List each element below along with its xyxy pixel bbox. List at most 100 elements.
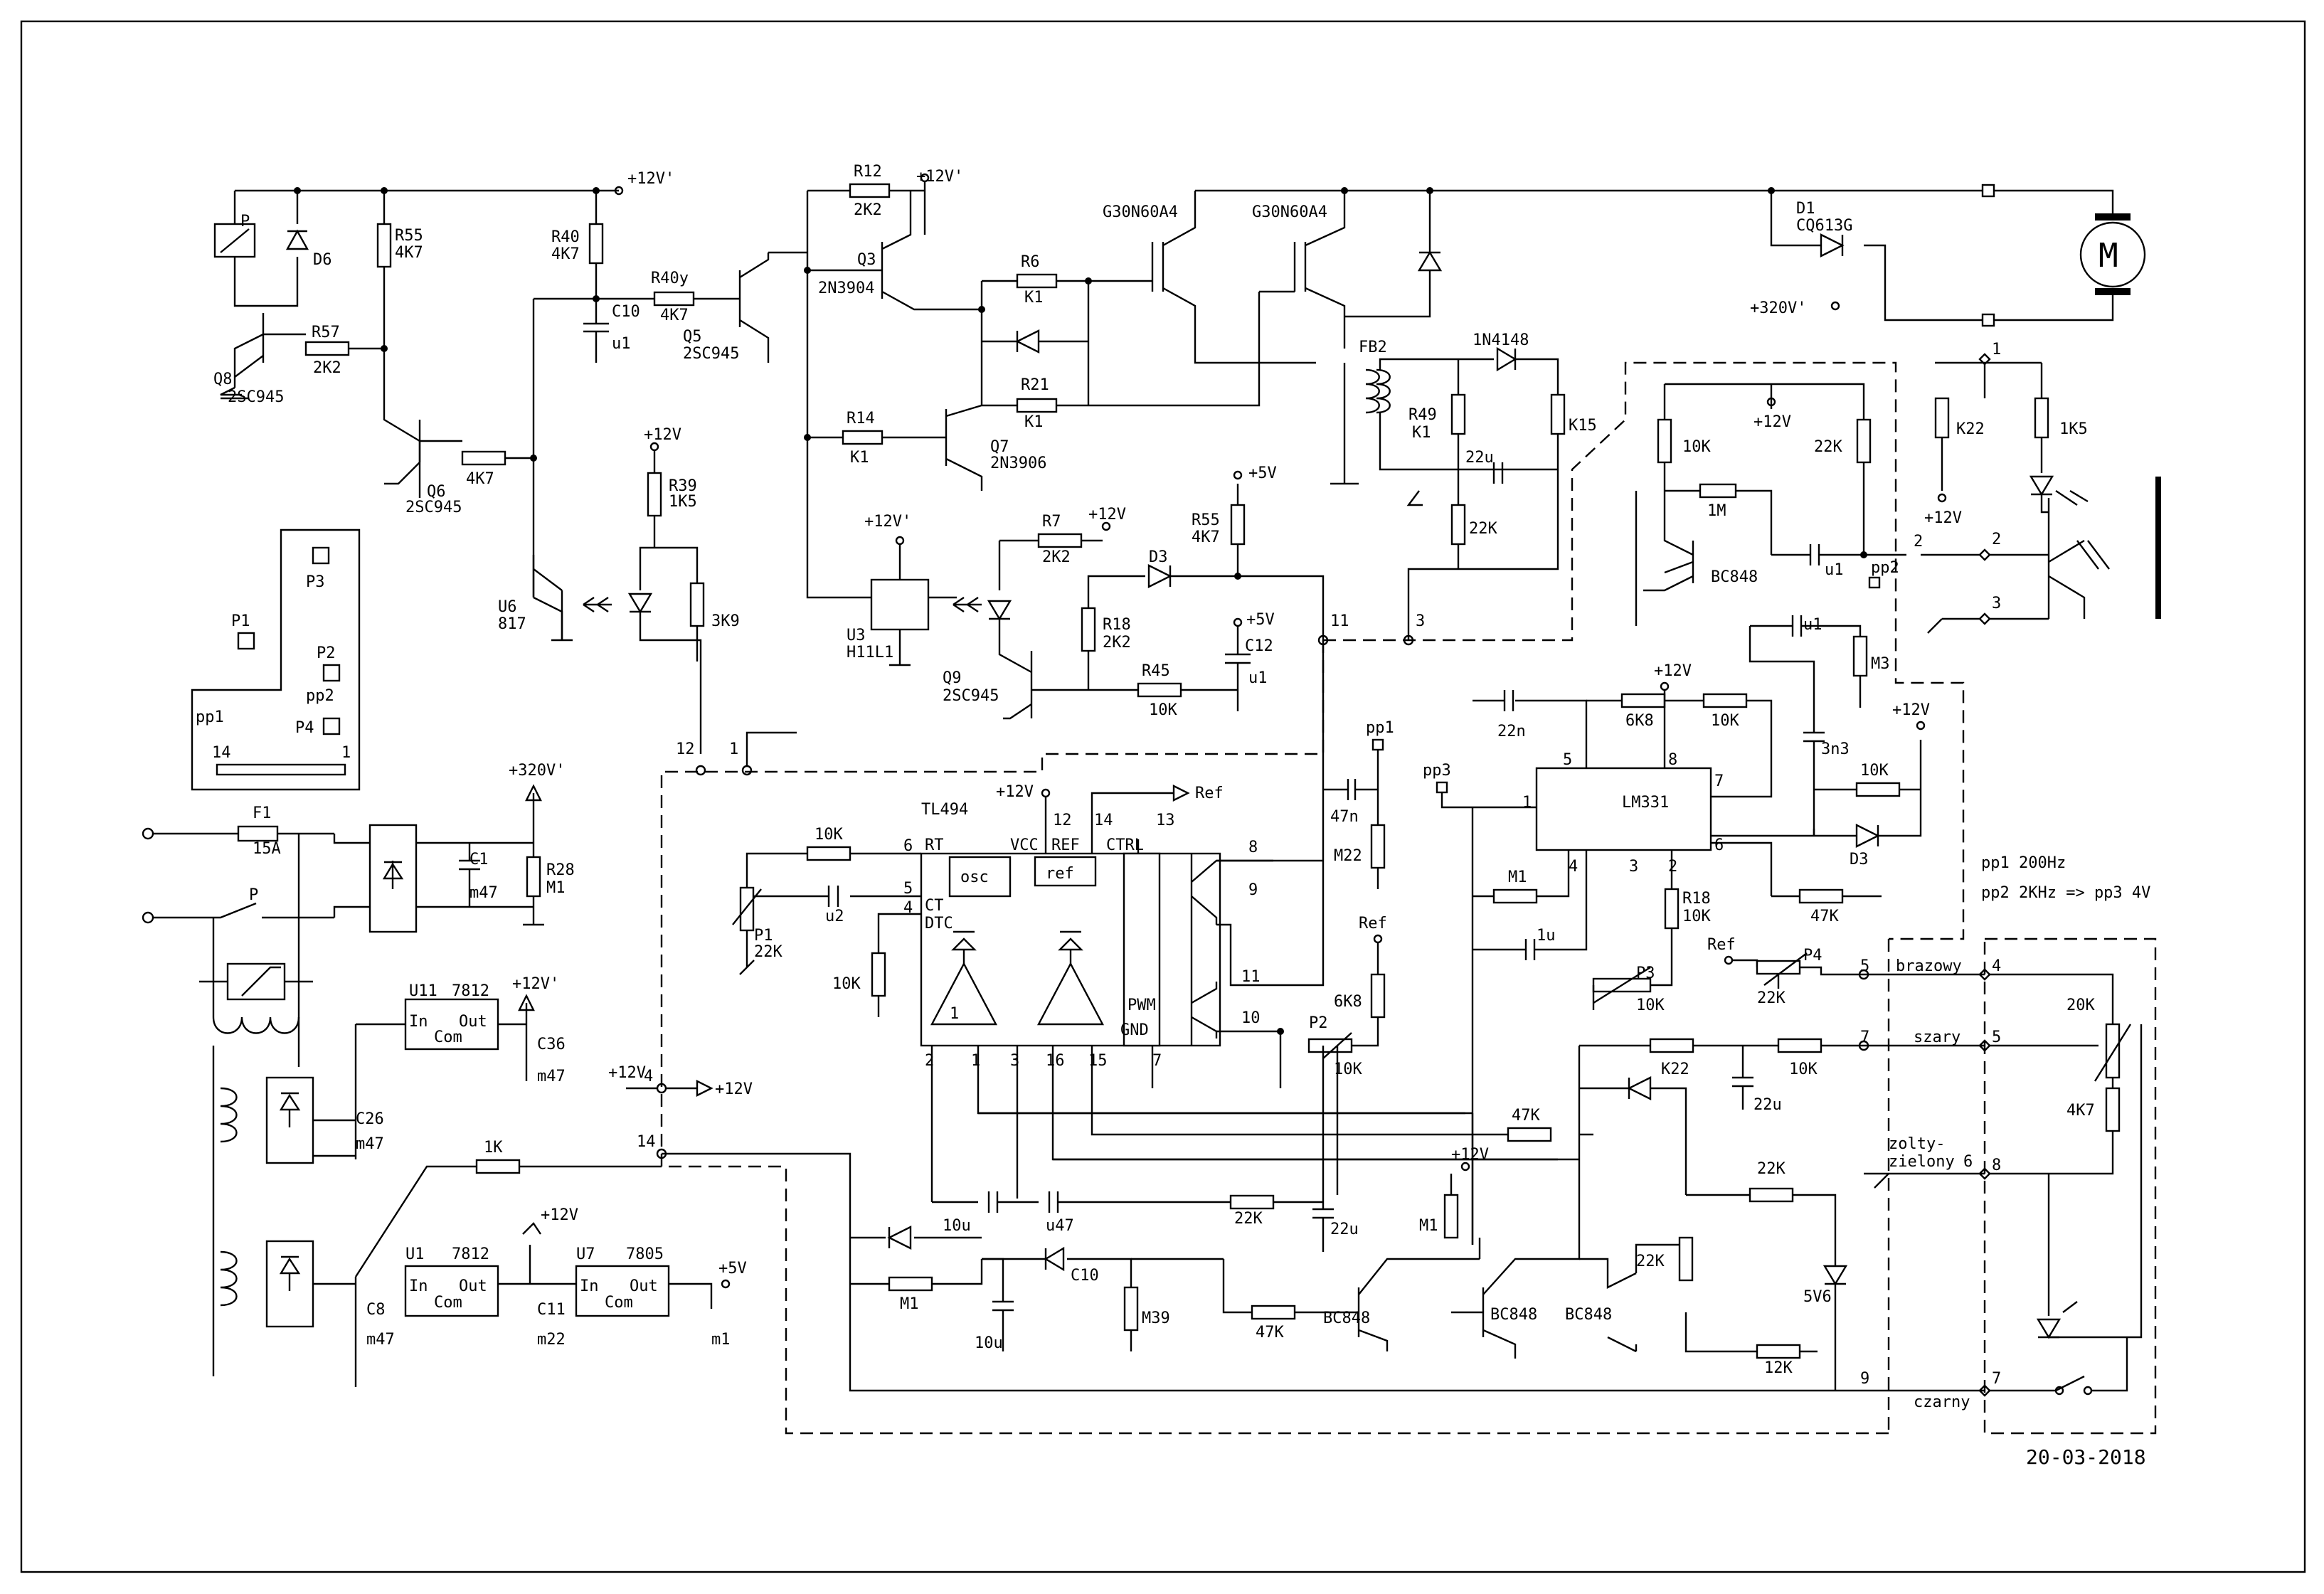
svg-text:2K2: 2K2 — [1042, 548, 1071, 566]
svg-text:10K: 10K — [1682, 438, 1711, 456]
svg-text:P2: P2 — [1309, 1014, 1328, 1032]
motor-icon — [2079, 221, 2146, 288]
svg-text:u2: u2 — [825, 908, 844, 925]
svg-text:2: 2 — [925, 1052, 934, 1070]
frame-border — [20, 20, 2306, 1573]
svg-text:2SC945: 2SC945 — [943, 687, 999, 705]
svg-text:BC848: BC848 — [1565, 1306, 1612, 1324]
diode-d6-icon — [285, 229, 309, 250]
svg-text:C11: C11 — [537, 1301, 566, 1319]
svg-text:47K: 47K — [1810, 908, 1839, 925]
svg-text:C26: C26 — [356, 1110, 384, 1128]
svg-text:10K: 10K — [1860, 762, 1889, 780]
svg-text:11: 11 — [1330, 612, 1349, 630]
svg-text:2: 2 — [1914, 533, 1923, 551]
svg-text:14: 14 — [212, 744, 231, 762]
svg-text:15A: 15A — [253, 840, 281, 858]
svg-text:R55: R55 — [395, 227, 423, 245]
svg-text:2: 2 — [1992, 531, 2001, 548]
svg-text:D1: D1 — [1796, 200, 1815, 218]
svg-text:+12V: +12V — [1654, 662, 1692, 680]
svg-text:zolty-: zolty- — [1889, 1135, 1945, 1153]
svg-text:m47: m47 — [366, 1331, 395, 1349]
svg-text:C10: C10 — [1071, 1267, 1099, 1285]
svg-text:BC848: BC848 — [1323, 1309, 1370, 1327]
svg-text:P1: P1 — [754, 927, 773, 945]
svg-text:Q7: Q7 — [990, 438, 1009, 456]
svg-text:M1: M1 — [1508, 868, 1527, 886]
bridge-rectifier-icon — [368, 824, 418, 933]
svg-text:pp2: pp2 — [1871, 559, 1899, 577]
svg-text:9: 9 — [1248, 881, 1258, 899]
svg-text:3: 3 — [1629, 858, 1638, 876]
svg-text:8: 8 — [1668, 751, 1677, 769]
svg-text:P4: P4 — [1803, 947, 1822, 965]
svg-text:2SC945: 2SC945 — [405, 499, 462, 516]
r55a-resistor — [376, 223, 392, 268]
svg-text:Ref: Ref — [1359, 915, 1387, 933]
svg-text:Out: Out — [630, 1277, 658, 1295]
svg-text:2SC945: 2SC945 — [228, 388, 284, 406]
svg-text:+5V: +5V — [1246, 611, 1275, 629]
svg-text:u47: u47 — [1046, 1217, 1074, 1235]
svg-text:2K2: 2K2 — [1103, 634, 1131, 652]
svg-text:R6: R6 — [1021, 253, 1040, 271]
svg-text:2K2: 2K2 — [854, 201, 882, 219]
svg-text:5: 5 — [903, 880, 913, 898]
svg-text:M39: M39 — [1142, 1309, 1170, 1327]
svg-text:Com: Com — [434, 1294, 462, 1312]
svg-text:u1: u1 — [612, 335, 631, 353]
notes: pp1 200Hz pp2 2KHz => pp3 4V — [1981, 854, 2150, 902]
svg-text:2: 2 — [1668, 858, 1677, 876]
svg-text:10K: 10K — [1149, 701, 1177, 719]
svg-text:4: 4 — [1992, 957, 2001, 975]
svg-text:20K: 20K — [2066, 997, 2095, 1014]
svg-text:7: 7 — [1714, 772, 1724, 790]
svg-text:Ref: Ref — [1195, 785, 1224, 802]
svg-text:10K: 10K — [1682, 908, 1711, 925]
svg-text:Q3: Q3 — [857, 251, 876, 269]
svg-text:Com: Com — [605, 1294, 633, 1312]
svg-text:22u: 22u — [1465, 449, 1494, 467]
svg-text:U6: U6 — [498, 598, 517, 616]
svg-text:K22: K22 — [1956, 420, 1985, 438]
svg-text:+12V: +12V — [1088, 506, 1126, 524]
svg-text:47n: 47n — [1330, 808, 1359, 826]
svg-text:+5V: +5V — [718, 1260, 747, 1277]
svg-text:22K: 22K — [1757, 1160, 1786, 1178]
svg-text:3n3: 3n3 — [1821, 740, 1850, 758]
relay-label: P — [240, 213, 250, 230]
svg-text:TL494: TL494 — [921, 801, 968, 819]
svg-text:In: In — [409, 1013, 428, 1031]
svg-text:+5V: +5V — [1248, 464, 1277, 482]
svg-text:817: 817 — [498, 615, 526, 633]
svg-text:4K7: 4K7 — [660, 307, 689, 324]
svg-text:In: In — [409, 1277, 428, 1295]
svg-text:R39: R39 — [669, 477, 697, 495]
svg-text:m47: m47 — [469, 884, 498, 902]
svg-text:BC848: BC848 — [1711, 568, 1758, 586]
svg-text:BC848: BC848 — [1490, 1306, 1537, 1324]
svg-text:R40y: R40y — [651, 270, 689, 287]
svg-text:Q6: Q6 — [427, 483, 446, 501]
svg-text:R21: R21 — [1021, 376, 1049, 394]
svg-text:+320V': +320V' — [509, 762, 565, 780]
svg-text:U7: U7 — [576, 1245, 595, 1263]
svg-text:1: 1 — [971, 1052, 980, 1070]
svg-text:LM331: LM331 — [1622, 794, 1669, 812]
svg-text:10K: 10K — [832, 975, 861, 993]
svg-text:C1: C1 — [469, 851, 489, 868]
svg-text:9: 9 — [1860, 1370, 1869, 1388]
svg-text:CTRL: CTRL — [1106, 836, 1144, 854]
svg-text:m1: m1 — [711, 1331, 731, 1349]
lm331-block: +12V 10K 22K 1M BC848 u1 pp2 2 u1 M3 3n3… — [1423, 383, 1930, 1245]
svg-text:1: 1 — [729, 740, 738, 758]
d6-label: D6 — [313, 251, 332, 269]
svg-text:10: 10 — [1241, 1009, 1261, 1027]
svg-text:pp2: pp2 — [306, 687, 334, 705]
svg-text:R7: R7 — [1042, 513, 1061, 531]
svg-text:6: 6 — [1963, 1153, 1973, 1171]
